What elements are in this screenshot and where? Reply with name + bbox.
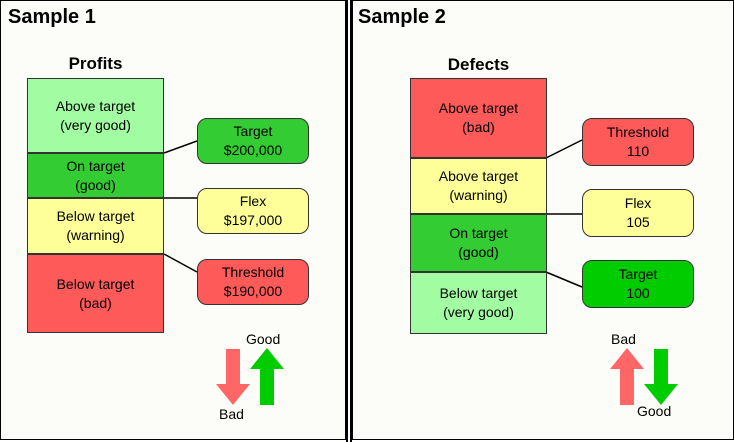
profits-band-on-target: On target (good) [27, 153, 164, 198]
band-label: Below target (warning) [56, 208, 135, 243]
bad-arrow-label: Bad [219, 406, 244, 422]
sample-2-title: Sample 2 [358, 6, 446, 28]
band-label: Above target (very good) [55, 97, 136, 133]
callout-label: Target $200,000 [223, 123, 283, 158]
defects-band-above-target-warning: Above target (warning) [410, 158, 547, 214]
panel-divider [346, 0, 352, 442]
profits-chart-title: Profits [68, 54, 123, 73]
profits-band-above-target: Above target (very good) [27, 78, 164, 153]
profits-band-below-target-bad: Below target (bad) [27, 254, 164, 333]
defects-callout-threshold: Threshold 110 [582, 118, 694, 166]
defects-band-above-target-bad: Above target (bad) [410, 78, 547, 158]
good-arrow-label: Good [637, 403, 672, 419]
bad-arrow-down-icon [216, 349, 250, 405]
band-label: Above target (bad) [438, 100, 519, 135]
callout-label: Flex 105 [624, 195, 652, 230]
good-arrow-label: Good [246, 331, 281, 347]
defects-threshold-connector [545, 139, 583, 159]
profits-band-below-target-warning: Below target (warning) [27, 198, 164, 254]
callout-label: Threshold $190,000 [221, 264, 285, 299]
band-label: Above target (warning) [438, 168, 519, 203]
band-label: On target (good) [449, 225, 508, 260]
good-arrow-down-icon [644, 349, 678, 405]
defects-band-on-target: On target (good) [410, 214, 547, 272]
defects-callout-target: Target 100 [582, 260, 694, 308]
profits-callout-flex: Flex $197,000 [197, 188, 309, 234]
bad-arrow-up-icon [610, 348, 644, 405]
profits-callout-threshold: Threshold $190,000 [197, 259, 309, 305]
band-label: Below target (bad) [56, 275, 135, 311]
defects-band-below-target: Below target (very good) [410, 272, 547, 334]
bad-arrow-label: Bad [611, 331, 636, 347]
callout-label: Threshold 110 [606, 124, 670, 159]
band-label: On target (good) [66, 157, 125, 193]
callout-label: Target 100 [618, 266, 658, 301]
good-arrow-up-icon [250, 348, 284, 405]
callout-label: Flex $197,000 [223, 193, 283, 228]
profits-target-connector [163, 140, 198, 154]
profits-threshold-connector [163, 253, 198, 273]
profits-callout-target: Target $200,000 [197, 118, 309, 164]
sample-1-title: Sample 1 [8, 6, 96, 28]
defects-callout-flex: Flex 105 [582, 189, 694, 237]
defects-target-connector [545, 271, 583, 288]
defects-chart-title: Defects [447, 55, 510, 74]
band-label: Below target (very good) [439, 285, 518, 320]
